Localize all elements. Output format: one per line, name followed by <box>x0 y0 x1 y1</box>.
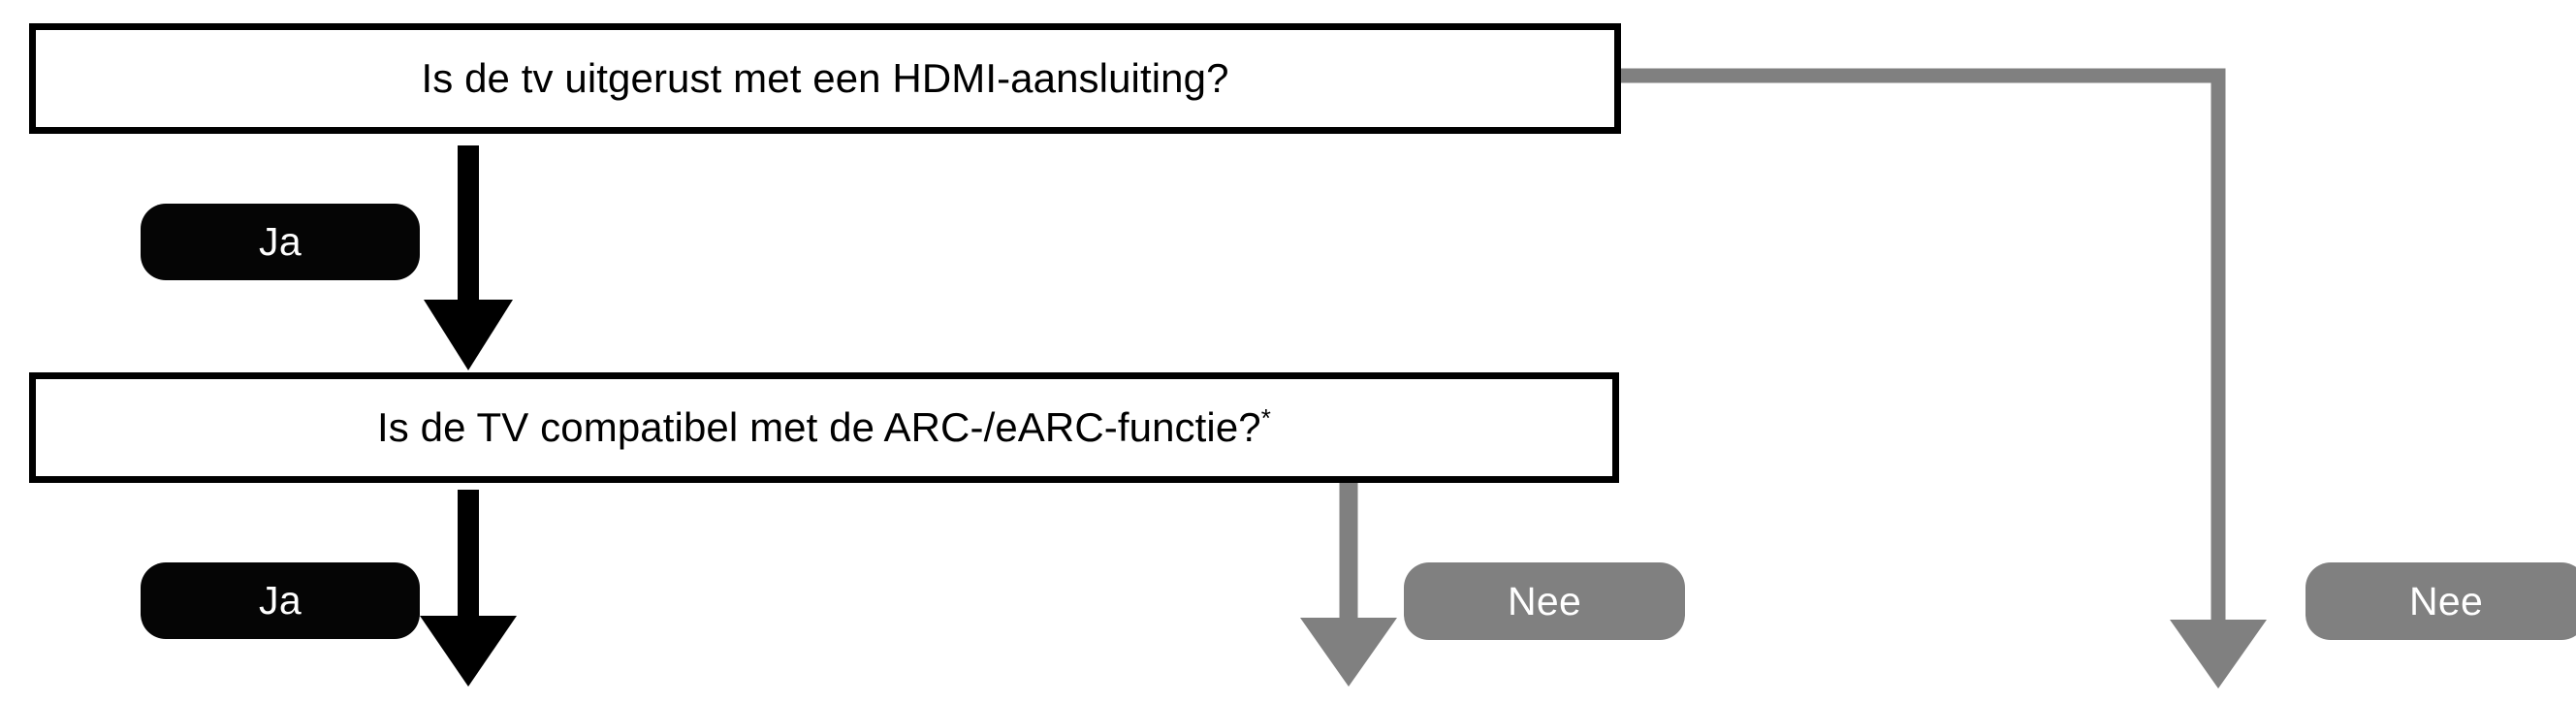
arrow-no-hdmi-elbow <box>1621 68 2267 688</box>
badge-no-arc: Nee <box>1404 562 1685 640</box>
badge-yes-arc: Ja <box>141 562 420 639</box>
arrow-yes-hdmi-to-arc <box>424 145 513 370</box>
footnote-asterisk: * <box>1260 402 1272 432</box>
badge-yes-hdmi-label: Ja <box>259 219 302 264</box>
badge-no-hdmi: Nee <box>2306 562 2576 640</box>
decision-box-hdmi-label: Is de tv uitgerust met een HDMI-aansluit… <box>421 54 1229 101</box>
badge-yes-arc-label: Ja <box>259 578 302 623</box>
badge-yes-hdmi: Ja <box>141 204 420 280</box>
decision-box-hdmi: Is de tv uitgerust met een HDMI-aansluit… <box>29 23 1621 134</box>
decision-box-arc-text: Is de TV compatibel met de ARC-/eARC-fun… <box>376 403 1261 450</box>
badge-no-arc-label: Nee <box>1507 578 1582 624</box>
decision-box-arc-label: Is de TV compatibel met de ARC-/eARC-fun… <box>376 402 1272 450</box>
arrow-yes-arc-down <box>420 490 517 687</box>
arrow-no-arc-down <box>1300 483 1397 687</box>
decision-box-arc: Is de TV compatibel met de ARC-/eARC-fun… <box>29 372 1619 483</box>
badge-no-hdmi-label: Nee <box>2408 578 2484 624</box>
